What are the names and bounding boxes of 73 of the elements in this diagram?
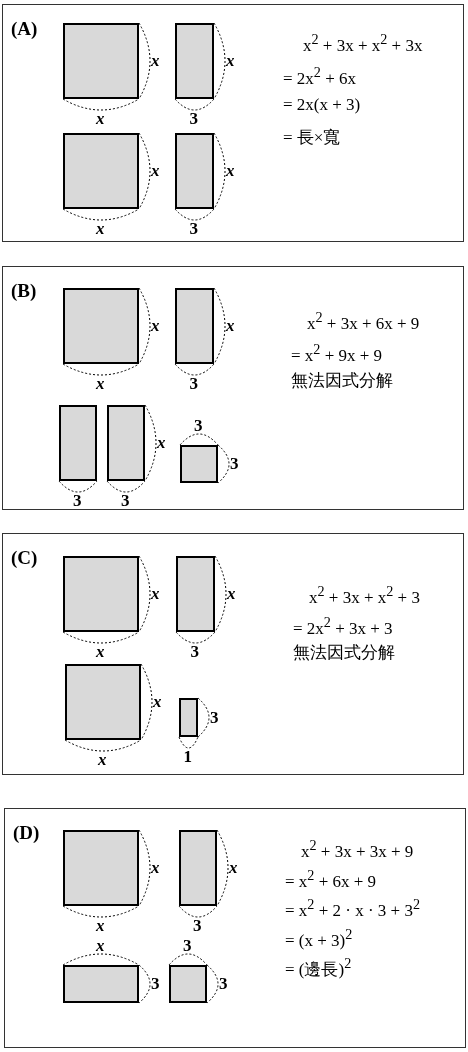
panel-frame — [4, 808, 466, 1048]
dimension-label: x — [157, 434, 166, 452]
equation-line: x$^{2}$ + 3x + x$^{2}$ + 3x — [303, 30, 423, 57]
panel-label: (A) — [11, 19, 38, 39]
dimension-label: 3 — [189, 110, 198, 128]
area-tile — [63, 830, 139, 906]
area-tile — [63, 133, 139, 209]
area-tile — [63, 556, 139, 632]
equation-line: = x$^{2}$ + 2 · x · 3 + 3$^{2}$ — [285, 895, 420, 922]
dimension-label: x — [96, 937, 105, 955]
dimension-label: 3 — [210, 708, 219, 727]
equation-line: 無法因式分解 — [291, 370, 393, 392]
dimension-label: x — [226, 162, 235, 180]
area-tile — [169, 965, 207, 1003]
dimension-label: x — [226, 52, 235, 70]
dimension-label: 3 — [193, 917, 202, 935]
dimension-label: 3 — [194, 417, 203, 435]
dimension-label: x — [151, 162, 160, 180]
area-tile — [176, 556, 215, 632]
dimension-label: 3 — [183, 937, 192, 955]
dimension-label: 3 — [190, 643, 199, 661]
dimension-label: 3 — [189, 375, 198, 393]
dimension-label: x — [98, 751, 107, 769]
dimension-label: x — [96, 110, 105, 128]
equation-line: 無法因式分解 — [293, 642, 395, 664]
dimension-label: x — [226, 317, 235, 335]
dimension-label: x — [151, 859, 160, 877]
dimension-label: x — [151, 317, 160, 335]
equation-line: = 2x$^{2}$ + 6x — [283, 63, 356, 90]
dimension-label: x — [227, 585, 236, 603]
panel-frame — [2, 533, 464, 775]
equation-line: = (邊長)$^{2}$ — [285, 954, 352, 981]
area-tile — [179, 830, 217, 906]
dimension-label: x — [151, 585, 160, 603]
area-tile — [180, 445, 218, 483]
panel-label: (C) — [11, 548, 38, 568]
panel-frame — [2, 266, 464, 510]
area-tile — [175, 133, 214, 209]
area-tile — [107, 405, 145, 481]
dimension-label: 3 — [73, 492, 82, 510]
dimension-label: x — [151, 52, 160, 70]
equation-line: = 2x(x + 3) — [283, 94, 361, 116]
area-tile — [65, 664, 141, 740]
panel-frame — [2, 4, 464, 242]
equation-line: x$^{2}$ + 3x + 3x + 9 — [301, 836, 414, 863]
dimension-label: 3 — [219, 975, 228, 993]
area-tile — [175, 23, 214, 99]
dimension-label: 3 — [151, 975, 160, 993]
equation-line: = x$^{2}$ + 9x + 9 — [291, 340, 383, 367]
area-tile — [63, 23, 139, 99]
equation-line: = 2x$^{2}$ + 3x + 3 — [293, 613, 393, 640]
dimension-label: x — [229, 859, 238, 877]
equation-line: x$^{2}$ + 3x + 6x + 9 — [307, 308, 420, 335]
equation-line: x$^{2}$ + 3x + x$^{2}$ + 3 — [309, 582, 420, 609]
area-tile — [59, 405, 97, 481]
area-tile — [63, 965, 139, 1003]
dimension-label: x — [96, 220, 105, 238]
equation-line: = 長×寬 — [283, 127, 341, 149]
dimension-label: x — [96, 375, 105, 393]
dimension-label: x — [153, 693, 162, 711]
area-tile — [179, 698, 198, 737]
equation-line: = x$^{2}$ + 6x + 9 — [285, 865, 377, 893]
panel-label: (D) — [13, 823, 40, 843]
dimension-label: 3 — [189, 220, 198, 238]
equation-line: = (x + 3)$^{2}$ — [285, 924, 353, 952]
dimension-label: x — [96, 917, 105, 935]
panel-label: (B) — [11, 281, 37, 301]
area-tile — [175, 288, 214, 364]
dimension-label: 3 — [121, 492, 130, 510]
dimension-label: x — [96, 643, 105, 661]
dimension-label: 1 — [183, 748, 192, 766]
area-tile — [63, 288, 139, 364]
dimension-label: 3 — [230, 455, 239, 473]
